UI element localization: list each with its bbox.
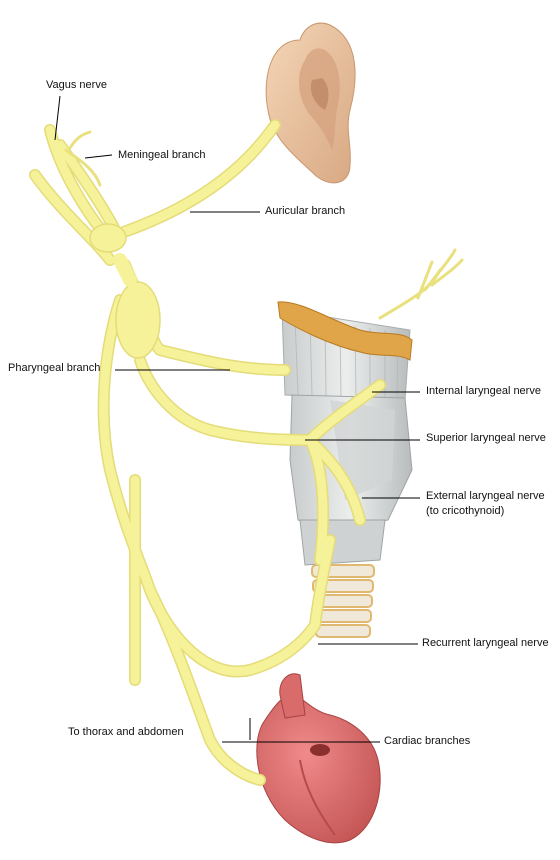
ear bbox=[266, 23, 355, 183]
leader-vagus bbox=[55, 96, 60, 140]
label-external-laryngeal-nerve: External laryngeal nerve bbox=[426, 490, 545, 503]
label-meningeal-branch: Meningeal branch bbox=[118, 149, 205, 162]
larynx bbox=[278, 302, 412, 637]
label-recurrent-laryngeal-nerve: Recurrent laryngeal nerve bbox=[422, 637, 549, 650]
label-superior-laryngeal-nerve: Superior laryngeal nerve bbox=[426, 432, 546, 445]
label-internal-laryngeal-nerve: Internal laryngeal nerve bbox=[426, 385, 541, 398]
label-external-laryngeal-nerve-note: (to cricothynoid) bbox=[426, 505, 504, 518]
label-pharyngeal-branch: Pharyngeal branch bbox=[8, 362, 100, 375]
label-cardiac-branches: Cardiac branches bbox=[384, 735, 470, 748]
heart bbox=[257, 674, 380, 843]
label-to-thorax-and-abdomen: To thorax and abdomen bbox=[68, 726, 184, 739]
label-vagus-nerve: Vagus nerve bbox=[46, 79, 107, 92]
label-auricular-branch: Auricular branch bbox=[265, 205, 345, 218]
leader-meningeal bbox=[85, 155, 112, 158]
